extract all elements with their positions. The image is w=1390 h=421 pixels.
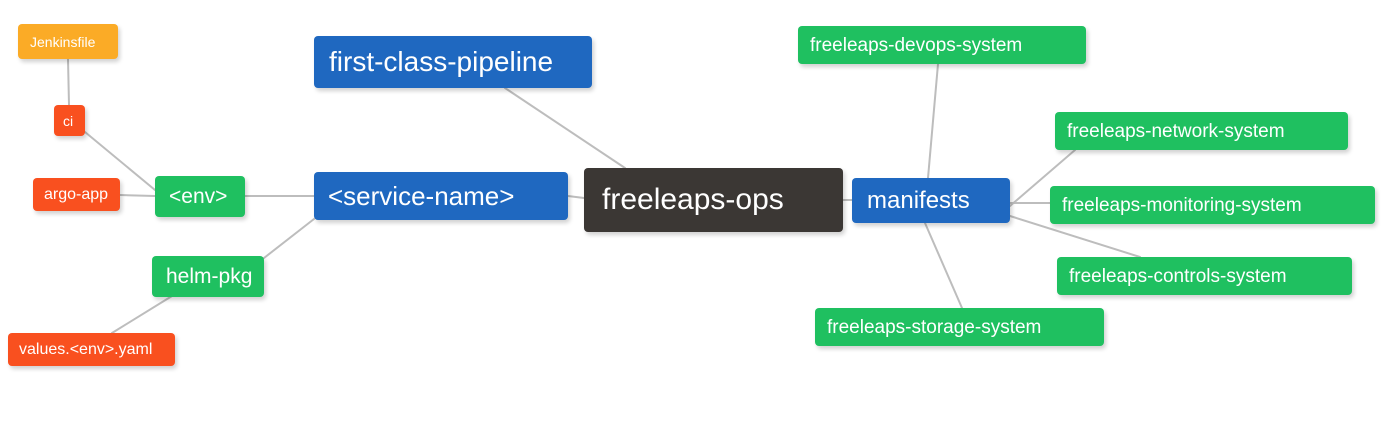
node-controls-system[interactable]: freeleaps-controls-system	[1057, 257, 1352, 295]
node-label-manifests: manifests	[867, 186, 970, 214]
node-label-controls-system: freeleaps-controls-system	[1069, 265, 1287, 287]
node-argo-app[interactable]: argo-app	[33, 178, 120, 211]
node-label-storage-system: freeleaps-storage-system	[827, 316, 1042, 338]
node-storage-system[interactable]: freeleaps-storage-system	[815, 308, 1104, 346]
node-label-argo-app: argo-app	[44, 185, 109, 203]
edge-service-name-to-helm-pkg	[263, 218, 315, 259]
node-jenkinsfile[interactable]: Jenkinsfile	[18, 24, 118, 59]
node-label-devops-system: freeleaps-devops-system	[810, 34, 1023, 56]
node-label-network-system: freeleaps-network-system	[1067, 120, 1285, 142]
edge-manifests-to-storage-system	[924, 222, 963, 309]
node-label-env: <env>	[169, 185, 228, 208]
node-values-yaml[interactable]: values.<env>.yaml	[8, 333, 175, 366]
node-label-ci: ci	[63, 112, 74, 129]
node-label-service-name: <service-name>	[328, 181, 515, 211]
node-service-name[interactable]: <service-name>	[314, 172, 568, 220]
edge-jenkinsfile-to-ci	[67, 58, 70, 106]
node-ci[interactable]: ci	[54, 105, 85, 136]
node-freeleaps-ops[interactable]: freeleaps-ops	[584, 168, 843, 232]
edge-first-class-pipeline-to-freeleaps-ops	[504, 87, 626, 169]
node-label-jenkinsfile: Jenkinsfile	[30, 33, 96, 50]
node-first-class-pipeline[interactable]: first-class-pipeline	[314, 36, 592, 88]
node-label-first-class-pipeline: first-class-pipeline	[329, 46, 554, 77]
node-label-helm-pkg: helm-pkg	[166, 265, 253, 288]
node-network-system[interactable]: freeleaps-network-system	[1055, 112, 1348, 150]
node-helm-pkg[interactable]: helm-pkg	[152, 256, 264, 297]
node-env[interactable]: <env>	[155, 176, 245, 217]
edge-helm-pkg-to-values-yaml	[111, 295, 173, 334]
node-manifests[interactable]: manifests	[852, 178, 1010, 223]
edge-argo-app-to-env	[119, 194, 156, 197]
edge-service-name-to-freeleaps-ops	[567, 195, 585, 199]
edge-manifests-to-devops-system	[927, 63, 939, 179]
node-monitoring-system[interactable]: freeleaps-monitoring-system	[1050, 186, 1375, 224]
node-devops-system[interactable]: freeleaps-devops-system	[798, 26, 1086, 64]
node-label-freeleaps-ops: freeleaps-ops	[602, 183, 784, 216]
node-label-monitoring-system: freeleaps-monitoring-system	[1062, 194, 1302, 216]
node-label-values-yaml: values.<env>.yaml	[19, 340, 153, 358]
